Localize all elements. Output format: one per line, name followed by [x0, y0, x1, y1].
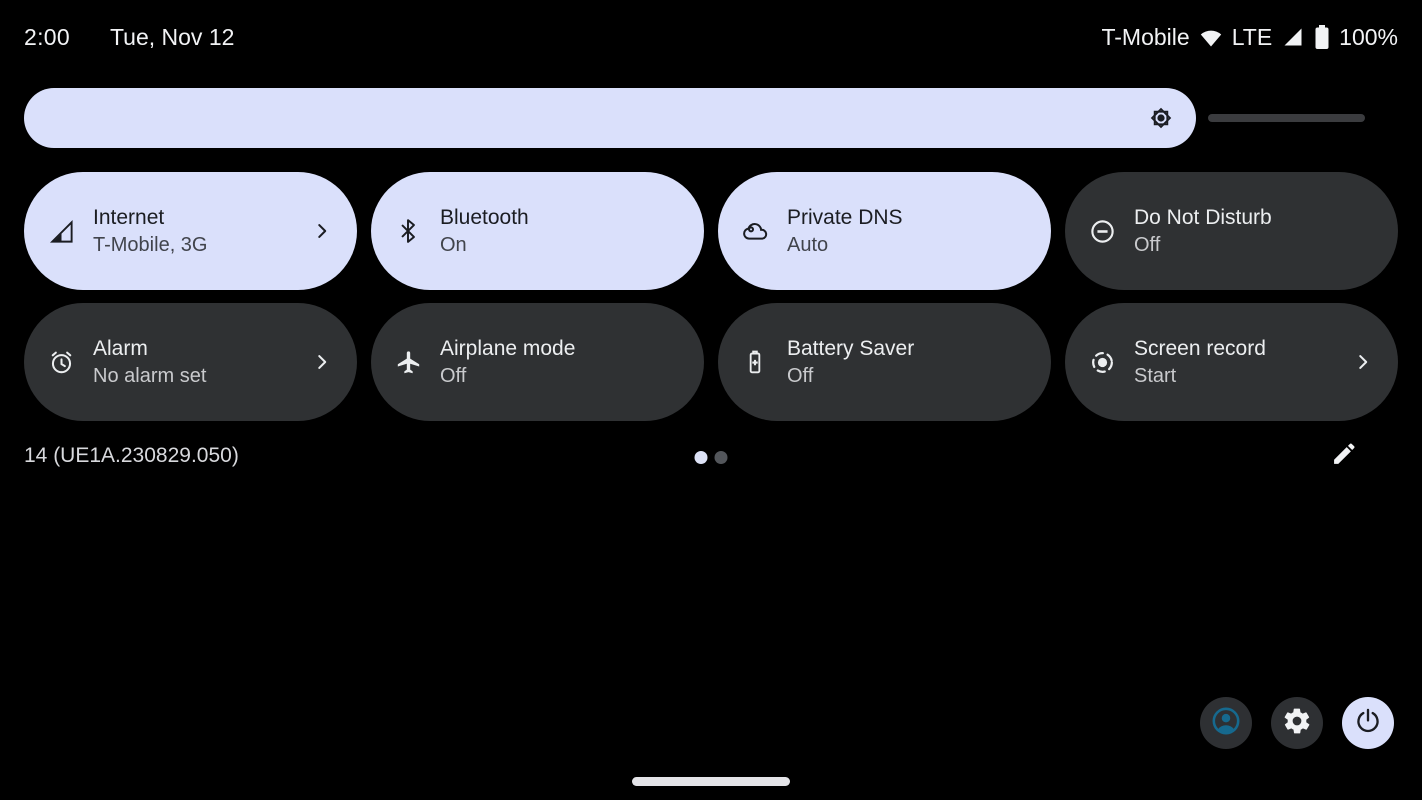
user-switcher-button[interactable] [1200, 697, 1252, 749]
cloud-icon [741, 217, 769, 245]
status-bar: 2:00 Tue, Nov 12 T-Mobile LTE 100% [24, 20, 1398, 54]
page-indicator [694, 451, 728, 464]
tile-status: Auto [787, 233, 829, 256]
alarm-clock-icon [47, 348, 75, 376]
tile-title: Bluetooth [440, 205, 529, 229]
page-dot-active [694, 451, 708, 464]
tile-status: Off [787, 364, 814, 387]
tile-do-not-disturb[interactable]: Do Not Disturb Off [1065, 172, 1398, 290]
tile-title: Do Not Disturb [1134, 205, 1272, 229]
tile-title: Private DNS [787, 205, 903, 229]
quick-settings-grid: Internet T-Mobile, 3G Bluetooth On [24, 172, 1398, 421]
tile-status: Off [1134, 233, 1161, 256]
battery-icon [1314, 24, 1330, 50]
brightness-track[interactable] [1208, 114, 1365, 122]
tile-status: Off [440, 364, 467, 387]
tile-status: Start [1134, 364, 1177, 387]
bluetooth-icon [394, 217, 422, 245]
carrier-label: T-Mobile [1101, 23, 1190, 50]
network-type-label: LTE [1231, 23, 1273, 50]
tile-title: Airplane mode [440, 336, 576, 360]
airplane-icon [394, 348, 422, 376]
battery-percent-label: 100% [1339, 23, 1398, 50]
tile-screen-record[interactable]: Screen record Start [1065, 303, 1398, 421]
tile-status: No alarm set [93, 364, 207, 387]
brightness-icon [1147, 104, 1175, 132]
tile-title: Screen record [1134, 336, 1266, 360]
status-date: Tue, Nov 12 [109, 23, 235, 50]
tile-status: T-Mobile, 3G [93, 233, 208, 256]
page-dot-inactive [714, 451, 728, 464]
power-button[interactable] [1342, 697, 1394, 749]
chevron-right-icon [1352, 351, 1374, 373]
tile-battery-saver[interactable]: Battery Saver Off [718, 303, 1051, 421]
tile-internet[interactable]: Internet T-Mobile, 3G [24, 172, 357, 290]
settings-button[interactable] [1271, 697, 1323, 749]
tile-airplane-mode[interactable]: Airplane mode Off [371, 303, 704, 421]
battery-saver-icon [741, 348, 769, 376]
status-time: 2:00 [24, 23, 70, 50]
tile-title: Internet [93, 205, 165, 229]
quick-settings-footer: 14 (UE1A.230829.050) [24, 438, 1398, 476]
brightness-slider[interactable] [24, 88, 1196, 148]
home-gesture-bar[interactable] [632, 777, 790, 786]
tile-bluetooth[interactable]: Bluetooth On [371, 172, 704, 290]
person-icon [1209, 704, 1243, 743]
power-icon [1354, 707, 1382, 740]
cellular-signal-icon [1281, 25, 1305, 49]
gear-icon [1282, 706, 1312, 741]
brightness-slider-row [24, 88, 1398, 148]
pencil-icon [1330, 443, 1358, 472]
tile-private-dns[interactable]: Private DNS Auto [718, 172, 1051, 290]
cellular-signal-icon [47, 217, 75, 245]
build-number: 14 (UE1A.230829.050) [24, 444, 239, 467]
edit-tiles-button[interactable] [1330, 440, 1360, 470]
chevron-right-icon [311, 351, 333, 373]
tile-alarm[interactable]: Alarm No alarm set [24, 303, 357, 421]
wifi-icon [1199, 25, 1223, 49]
screen-record-icon [1088, 348, 1116, 376]
footer-actions [1200, 697, 1394, 749]
tile-status: On [440, 233, 467, 256]
tile-title: Battery Saver [787, 336, 915, 360]
tile-title: Alarm [93, 336, 148, 360]
do-not-disturb-icon [1088, 217, 1116, 245]
chevron-right-icon [311, 220, 333, 242]
